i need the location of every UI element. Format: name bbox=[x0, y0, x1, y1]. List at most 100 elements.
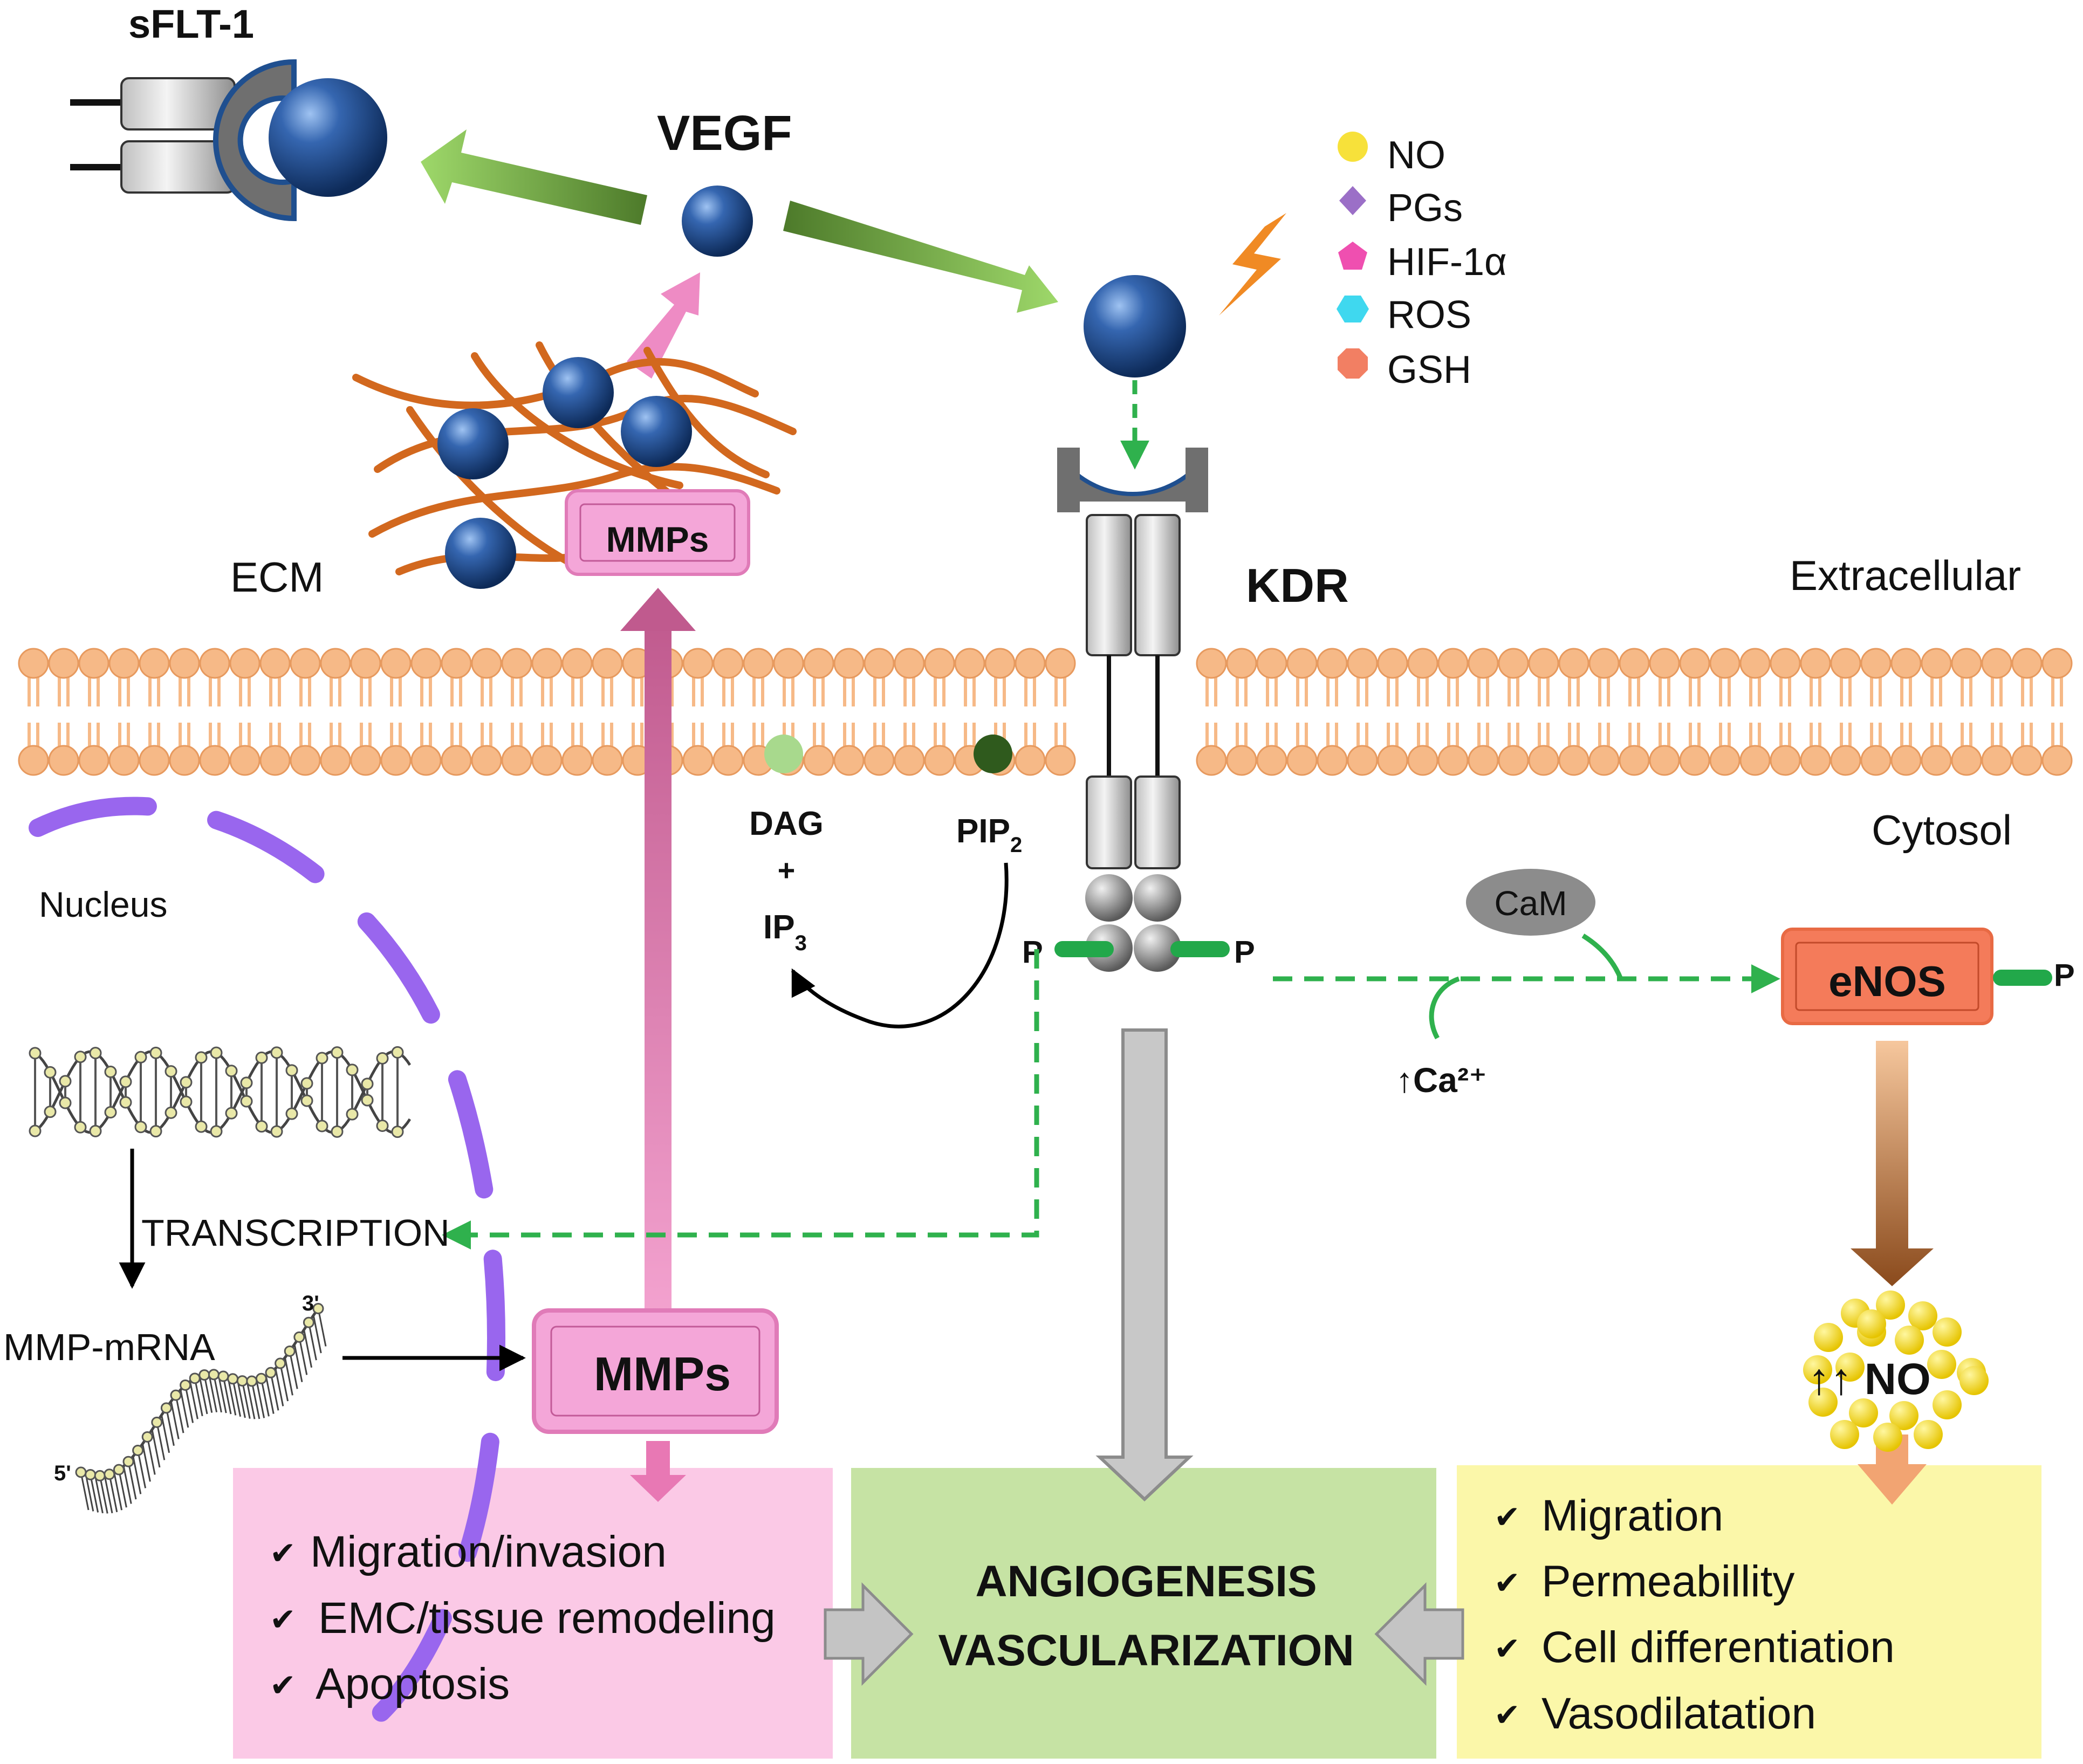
lipid-head bbox=[1951, 648, 1982, 679]
lipid-head bbox=[2011, 745, 2043, 776]
lipid-head bbox=[1739, 648, 1771, 679]
lipid-head bbox=[1498, 648, 1529, 679]
ecm-vegf-ball-3 bbox=[621, 396, 692, 467]
lipid-head bbox=[743, 648, 774, 679]
calcium-label: ↑Ca²⁺ bbox=[1396, 1061, 1487, 1100]
mrna-base bbox=[122, 1456, 134, 1467]
dna-base bbox=[149, 1046, 162, 1059]
extracellular-label: Extracellular bbox=[1790, 552, 2021, 599]
mmps-top-label: MMPs bbox=[606, 519, 709, 559]
lipid-head bbox=[1921, 648, 1952, 679]
lipid-head bbox=[1407, 648, 1438, 679]
lipid-head bbox=[1588, 648, 1620, 679]
dna-base bbox=[240, 1076, 253, 1089]
dna-base bbox=[210, 1125, 223, 1138]
lipid-head bbox=[441, 745, 472, 776]
lipid-head bbox=[1830, 648, 1861, 679]
dna-base bbox=[59, 1075, 72, 1088]
lipid-head bbox=[1770, 648, 1801, 679]
mrna-base bbox=[132, 1444, 144, 1456]
lipid-head bbox=[1619, 745, 1650, 776]
lipid-head bbox=[1196, 648, 1227, 679]
dna-base bbox=[195, 1120, 208, 1133]
dna-base bbox=[104, 1106, 117, 1118]
lipid-head bbox=[894, 648, 925, 679]
sflt1-label: sFLT-1 bbox=[128, 2, 254, 46]
mmp-mrna-label: MMP-mRNA bbox=[3, 1326, 215, 1368]
lipid-head bbox=[1588, 745, 1620, 776]
dna-base bbox=[29, 1047, 42, 1060]
lipid-head bbox=[531, 745, 563, 776]
lipid-head bbox=[712, 745, 744, 776]
dna-base bbox=[180, 1095, 193, 1108]
right-outcome-item: Cell differentiation bbox=[1541, 1623, 1895, 1672]
dna-base bbox=[165, 1065, 177, 1078]
lipid-head bbox=[592, 648, 623, 679]
nucleus-label: Nucleus bbox=[39, 884, 167, 924]
dna-base bbox=[29, 1124, 42, 1137]
dna-base bbox=[74, 1051, 87, 1063]
lipid-head bbox=[864, 745, 895, 776]
dna-base bbox=[180, 1076, 193, 1089]
ecm-vegf-ball-4 bbox=[445, 518, 516, 589]
angiogenesis-label: ANGIOGENESIS bbox=[975, 1557, 1317, 1606]
lipid-head bbox=[1437, 648, 1469, 679]
lipid-head bbox=[78, 745, 109, 776]
dna-base bbox=[225, 1065, 238, 1077]
dna-base bbox=[149, 1125, 162, 1138]
lipid-head bbox=[320, 745, 351, 776]
lipid-head bbox=[1468, 745, 1499, 776]
lipid-head bbox=[1709, 648, 1741, 679]
right-to-center-arrow bbox=[1374, 1582, 1464, 1686]
lipid-head bbox=[290, 648, 321, 679]
dna-base bbox=[44, 1106, 57, 1118]
lipid-head bbox=[1679, 648, 1710, 679]
three-prime-label: 3' bbox=[302, 1292, 319, 1315]
lipid-head bbox=[2041, 745, 2073, 776]
lipid-head bbox=[984, 648, 1016, 679]
ip3-label: IP3 bbox=[763, 909, 807, 955]
lipid-head bbox=[1558, 745, 1589, 776]
lipid-head bbox=[1226, 745, 1257, 776]
mrna-base bbox=[170, 1389, 182, 1401]
legend-hif-label: HIF-1α bbox=[1387, 241, 1507, 284]
lipid-head bbox=[1528, 648, 1559, 679]
mrna-base bbox=[312, 1302, 324, 1314]
lipid-head bbox=[320, 648, 351, 679]
lipid-head bbox=[924, 745, 955, 776]
no-molecule bbox=[1857, 1309, 1886, 1339]
no-molecule bbox=[1876, 1291, 1905, 1320]
lipid-head bbox=[1679, 745, 1710, 776]
lipid-head bbox=[259, 648, 291, 679]
lipid-head bbox=[1407, 745, 1438, 776]
no-molecule bbox=[1814, 1323, 1843, 1352]
lipid-head bbox=[78, 648, 109, 679]
mrna-base bbox=[236, 1375, 248, 1387]
legend-no-label: NO bbox=[1387, 134, 1445, 177]
five-prime-label: 5' bbox=[54, 1461, 71, 1485]
left-outcome-list: ✔ Migration/invasion ✔ EMC/tissue remode… bbox=[270, 1527, 776, 1708]
kdr-bound-vegf bbox=[1084, 275, 1186, 377]
lipid-head bbox=[924, 648, 955, 679]
dna-base bbox=[195, 1051, 208, 1064]
enos-phospho bbox=[1993, 970, 2052, 986]
lipid-head bbox=[350, 745, 381, 776]
cam-input bbox=[1581, 934, 1623, 980]
dna-base bbox=[74, 1121, 87, 1134]
lipid-head bbox=[1498, 745, 1529, 776]
dna-base bbox=[119, 1096, 132, 1109]
legend-pgs-label: PGs bbox=[1387, 187, 1463, 230]
dna-base bbox=[89, 1047, 102, 1060]
lipid-head bbox=[773, 648, 804, 679]
mrna-base bbox=[265, 1367, 277, 1378]
lipid-head bbox=[1860, 648, 1892, 679]
p-left-label: P bbox=[1022, 935, 1043, 970]
lipid-head bbox=[803, 745, 834, 776]
lipid-head bbox=[1800, 648, 1831, 679]
dna-base bbox=[316, 1052, 328, 1065]
check-icon: ✔ bbox=[270, 1601, 296, 1638]
kdr-to-nucleus-signal bbox=[442, 949, 1039, 1250]
lipid-head bbox=[1981, 745, 2012, 776]
dag-label: DAG bbox=[749, 805, 824, 842]
mrna-base bbox=[198, 1369, 210, 1381]
